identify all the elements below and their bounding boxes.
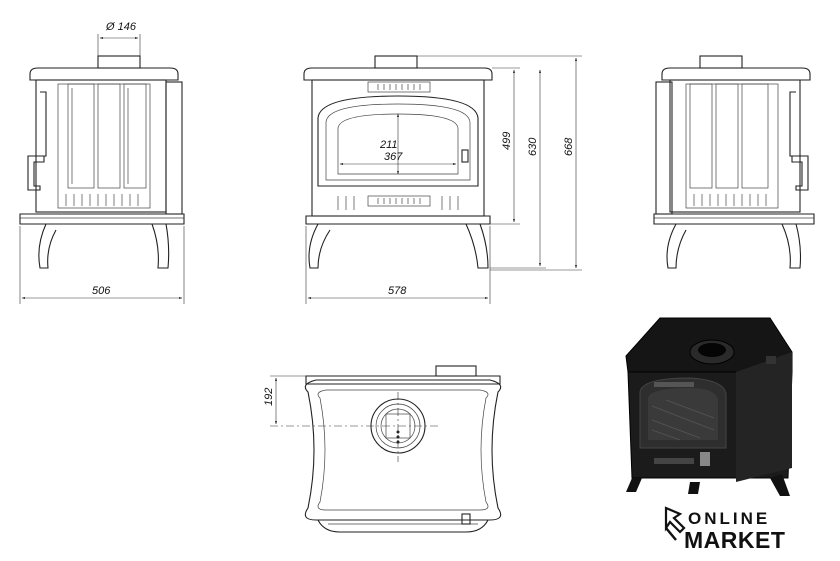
right-side-view (653, 55, 815, 269)
dim-firebox-width: 367 (384, 151, 403, 163)
online-market-logo: ONLINE MARKET (664, 506, 785, 553)
dim-height-668: 668 (563, 137, 575, 156)
dim-flue-offset: 192 (263, 388, 275, 406)
dim-firebox-height: 211 (379, 139, 398, 151)
logo-line-market: MARKET (684, 527, 785, 553)
logo-line-online: ONLINE (688, 509, 770, 528)
top-view: 192 (263, 365, 502, 533)
dim-front-width: 578 (388, 285, 407, 297)
front-view: 211 367 499 630 668 578 (303, 55, 582, 304)
dim-height-630: 630 (527, 137, 539, 156)
dim-height-499: 499 (501, 132, 513, 150)
left-side-view: 506 Ø 146 (19, 21, 185, 304)
dim-side-depth: 506 (92, 285, 111, 297)
stove-3d-render (625, 317, 793, 496)
dim-flue-diameter: Ø 146 (105, 21, 137, 33)
